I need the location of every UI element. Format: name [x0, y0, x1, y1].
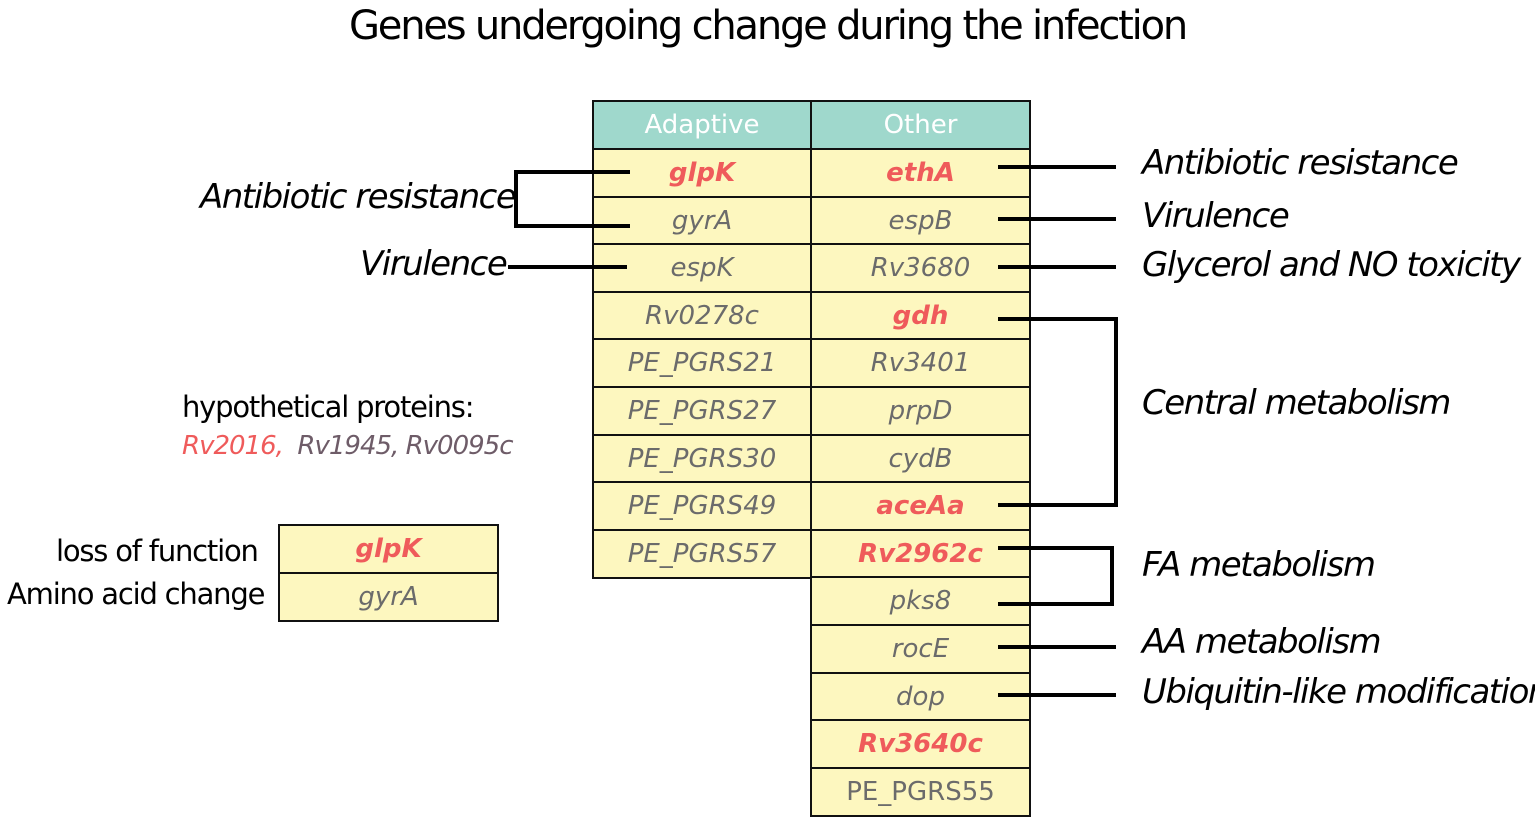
- right-label-antibiotic: Antibiotic resistance: [1142, 143, 1459, 183]
- hypothetical-highlighted: Rv2016,: [182, 431, 284, 461]
- other-gene-cell: pks8: [810, 576, 1031, 626]
- adaptive-gene-cell: espK: [592, 243, 812, 293]
- legend-label-loss: loss of function: [56, 534, 259, 568]
- right-label-glycerol: Glycerol and NO toxicity: [1142, 245, 1521, 285]
- legend-label-aa-change: Amino acid change: [7, 577, 265, 611]
- left-label-virulence: Virulence: [360, 244, 508, 284]
- left-antibiotic-bracket: [514, 170, 630, 228]
- other-gene-cell: PE_PGRS55: [810, 767, 1031, 817]
- adaptive-gene-cell: PE_PGRS27: [592, 386, 812, 436]
- hypothetical-proteins-list: Rv2016, Rv1945, Rv0095c: [182, 430, 514, 462]
- left-label-antibiotic: Antibiotic resistance: [200, 177, 517, 217]
- adaptive-gene-cell: Rv0278c: [592, 291, 812, 341]
- right-label-fa: FA metabolism: [1142, 545, 1376, 585]
- right-label-aa: AA metabolism: [1142, 622, 1382, 662]
- legend-example-aa-change: gyrA: [278, 572, 499, 622]
- adaptive-gene-cell: PE_PGRS57: [592, 529, 812, 579]
- other-gene-cell: Rv2962c: [810, 529, 1031, 579]
- right-label-central: Central metabolism: [1142, 383, 1451, 423]
- adaptive-column-header: Adaptive: [592, 100, 812, 150]
- legend-example-loss: glpK: [278, 524, 499, 574]
- other-gene-cell: prpD: [810, 386, 1031, 436]
- hypothetical-proteins-label: hypothetical proteins:: [182, 390, 474, 424]
- adaptive-gene-cell: PE_PGRS49: [592, 481, 812, 531]
- right-label-virulence: Virulence: [1142, 196, 1290, 236]
- hypothetical-others: Rv1945, Rv0095c: [297, 431, 513, 461]
- adaptive-gene-cell: PE_PGRS30: [592, 434, 812, 484]
- diagram-title: Genes undergoing change during the infec…: [348, 3, 1188, 49]
- right-label-ubiquitin: Ubiquitin-like modification: [1142, 672, 1535, 712]
- other-gene-cell: Rv3680: [810, 243, 1031, 293]
- right-fa-bracket: [998, 546, 1114, 606]
- other-gene-cell: Rv3401: [810, 338, 1031, 388]
- other-column-header: Other: [810, 100, 1031, 150]
- right-central-bracket: [998, 317, 1118, 507]
